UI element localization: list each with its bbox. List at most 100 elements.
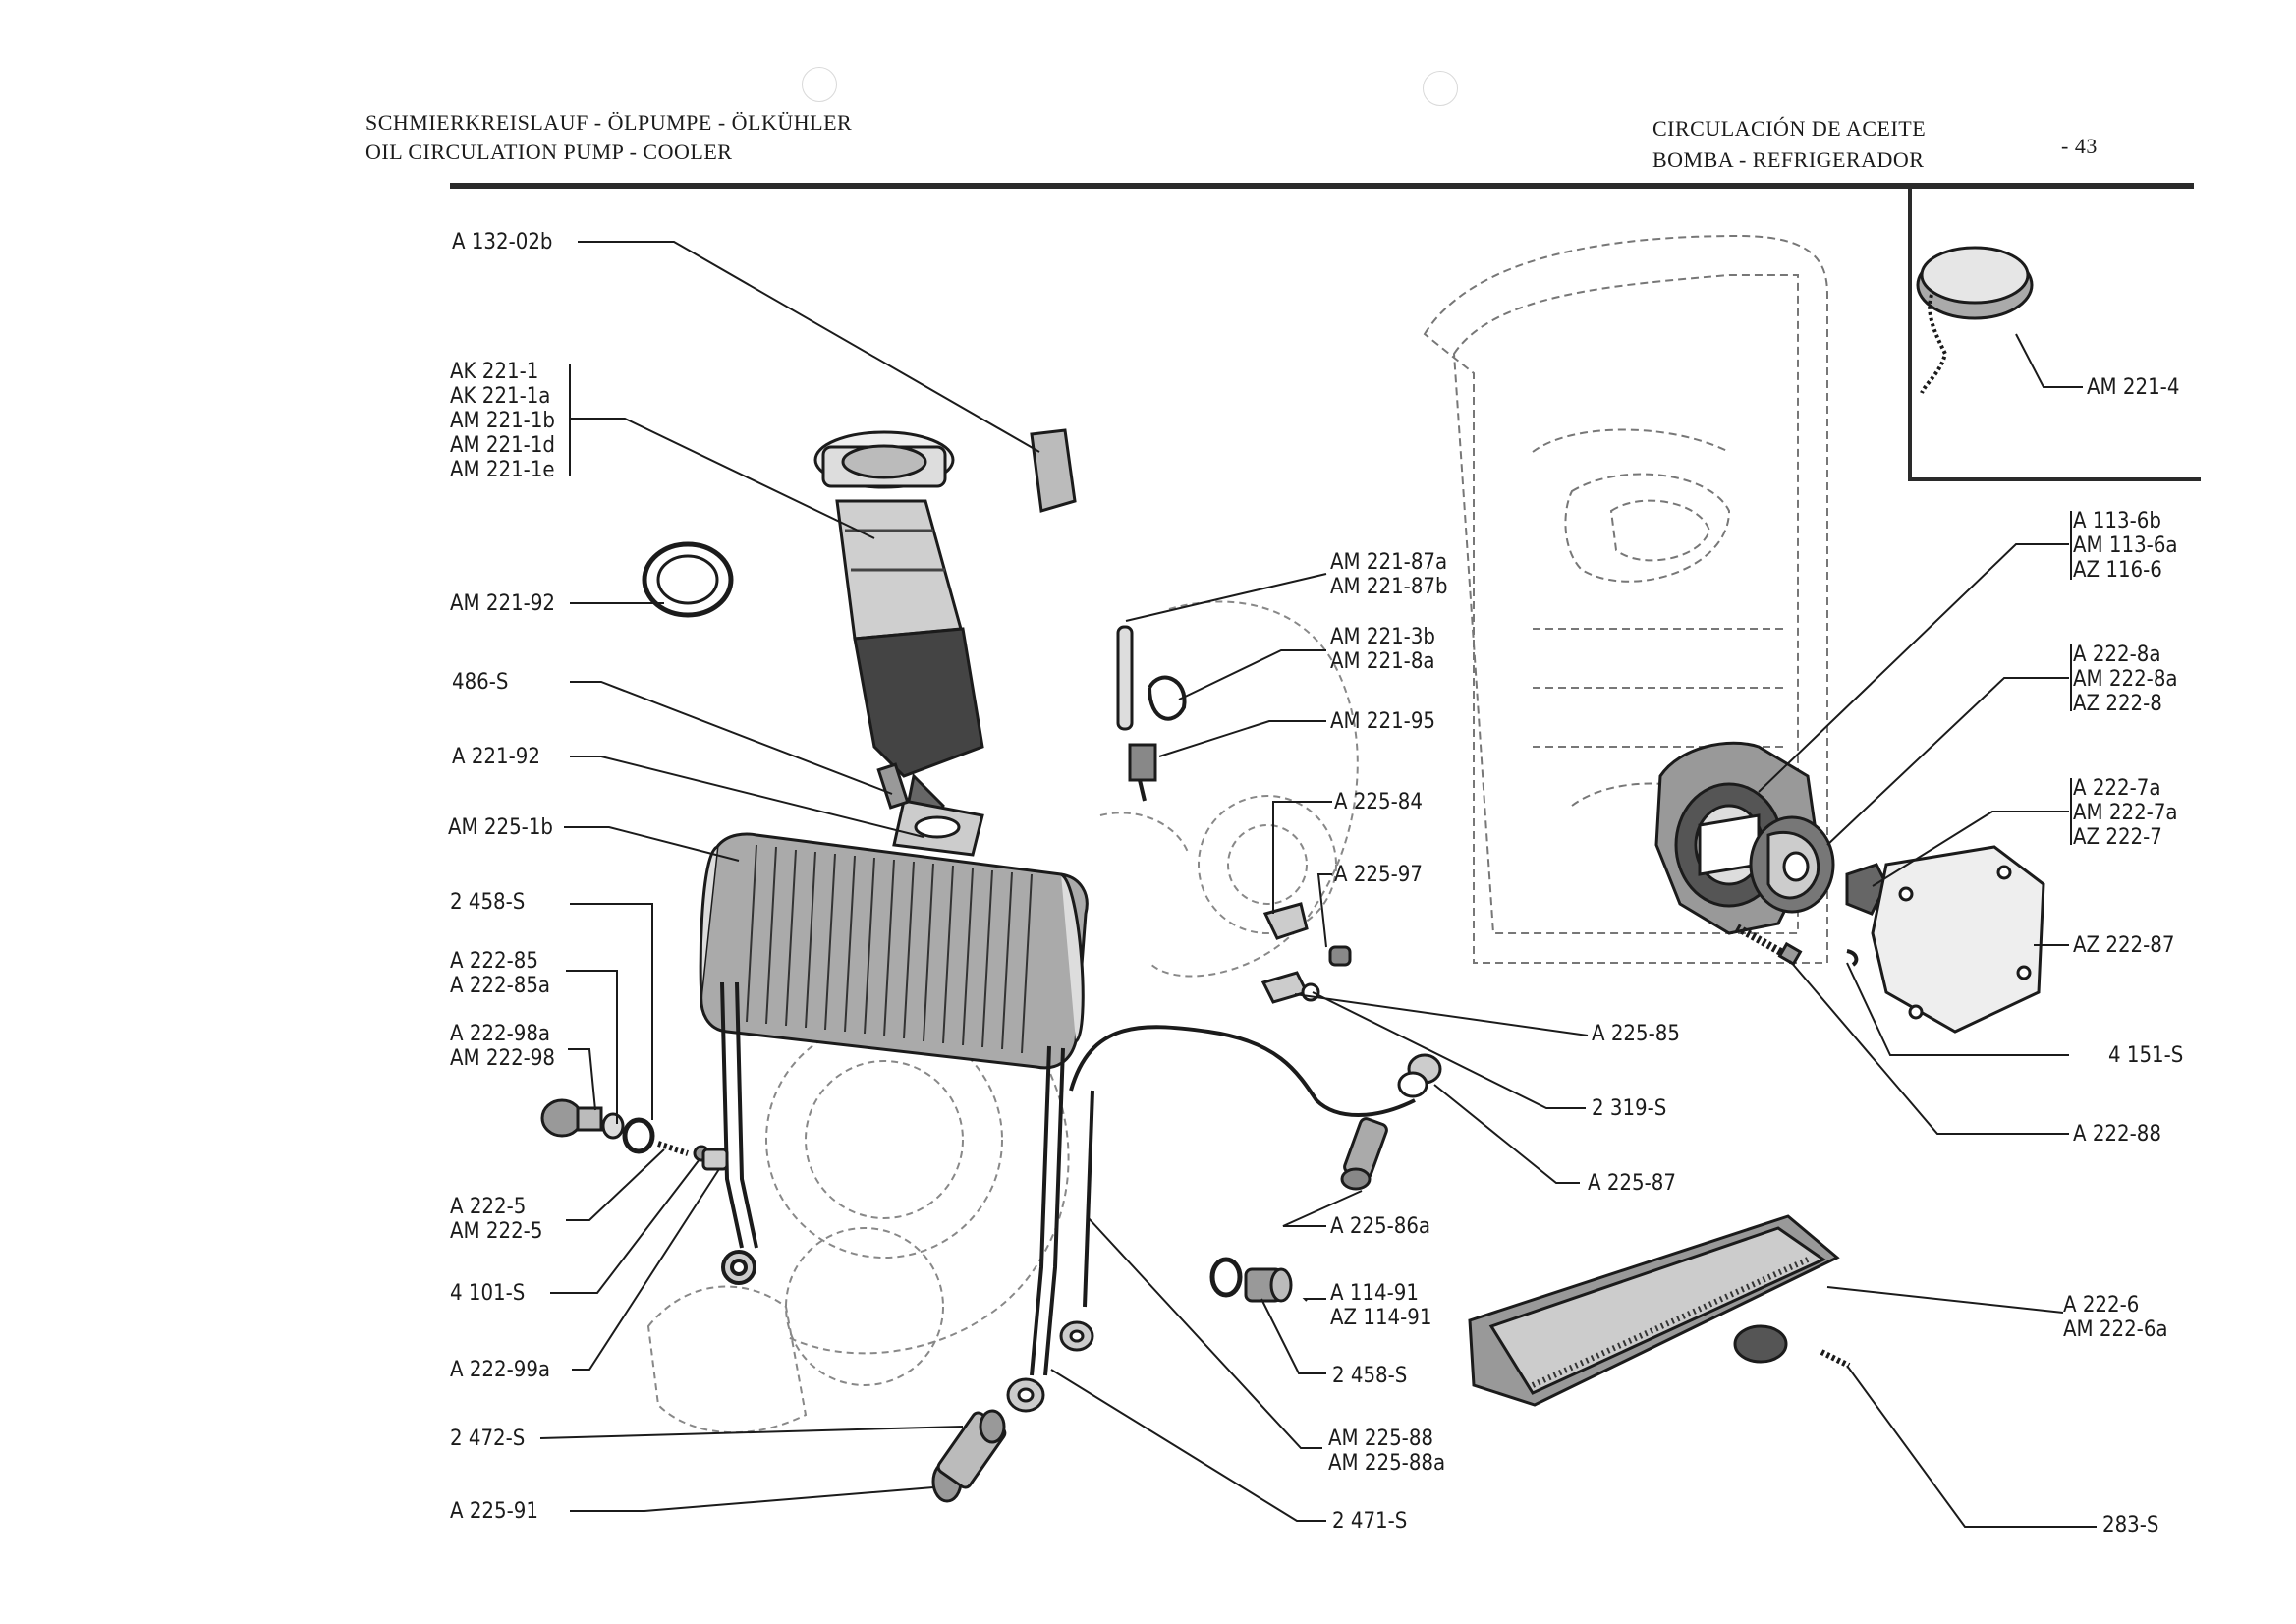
part-number: AZ 116-6 bbox=[2073, 558, 2162, 583]
part-number: AM 221-1e bbox=[450, 458, 555, 482]
pump-rotor bbox=[1749, 815, 1835, 914]
label-am-221-92: AM 221-92 bbox=[450, 591, 555, 616]
punch-hole-right bbox=[1423, 71, 1458, 106]
header-rule bbox=[450, 183, 2194, 189]
label-283-s: 283-S bbox=[2102, 1513, 2159, 1538]
cork-plug bbox=[1030, 428, 1077, 513]
bolt-486s bbox=[876, 762, 910, 810]
part-number: AM 225-88 bbox=[1328, 1427, 1433, 1451]
label-a-222-5: A 222-5 AM 222-5 bbox=[450, 1195, 542, 1244]
part-number: A 113-6b bbox=[2073, 509, 2161, 533]
label-2458-s-bottom: 2 458-S bbox=[1332, 1364, 1408, 1388]
label-4101-s: 4 101-S bbox=[450, 1281, 526, 1306]
part-number: AK 221-1a bbox=[450, 384, 551, 409]
label-a-225-97: A 225-97 bbox=[1334, 863, 1423, 887]
part-number: AM 221-87b bbox=[1330, 575, 1448, 599]
gasket-ring bbox=[642, 541, 734, 618]
part-number: AM 221-8a bbox=[1330, 649, 1435, 674]
oil-cooler bbox=[699, 832, 1089, 1070]
header-title-spanish-2: BOMBA - REFRIGERADOR bbox=[1652, 147, 1925, 172]
header-title-german: SCHMIERKREISLAUF - ÖLPUMPE - ÖLKÜHLER bbox=[365, 110, 853, 135]
label-a-225-91: A 225-91 bbox=[450, 1499, 538, 1524]
label-2319-s: 2 319-S bbox=[1592, 1096, 1667, 1121]
plug-and-washer bbox=[1209, 1257, 1293, 1303]
banjo-bolt bbox=[931, 1409, 1007, 1503]
filler-flange bbox=[892, 799, 984, 857]
part-number: A 222-98a bbox=[450, 1022, 551, 1046]
punch-hole-left bbox=[802, 67, 837, 102]
part-number: AZ 222-7 bbox=[2073, 825, 2162, 850]
part-number: A 222-85 bbox=[450, 949, 538, 974]
label-a-222-88: A 222-88 bbox=[2073, 1122, 2161, 1147]
timing-cover-outline bbox=[646, 600, 1359, 1434]
pump-screw bbox=[1735, 924, 1859, 967]
label-a-225-86a: A 225-86a bbox=[1330, 1214, 1431, 1239]
header-title-spanish-1: CIRCULACIÓN DE ACEITE bbox=[1652, 116, 1927, 140]
banjo-fittings bbox=[1006, 1053, 1442, 1413]
part-number: AM 222-5 bbox=[450, 1219, 543, 1244]
engine-block-outline bbox=[1423, 234, 1828, 964]
part-number: AM 225-88a bbox=[1328, 1451, 1446, 1476]
part-number: AM 221-1d bbox=[450, 433, 555, 458]
union-fitting bbox=[1340, 1117, 1388, 1191]
pump-cover bbox=[1871, 845, 2045, 1034]
part-number: AM 221-1b bbox=[450, 409, 555, 433]
label-a-114-91: A 114-91 AZ 114-91 bbox=[1330, 1281, 1431, 1330]
label-4151-s: 4 151-S bbox=[2108, 1043, 2184, 1068]
label-brackets bbox=[569, 364, 2072, 845]
part-number: AM 113-6a bbox=[2073, 533, 2178, 558]
part-number: AK 221-1 bbox=[450, 360, 539, 384]
part-number: A 222-8a bbox=[2073, 643, 2161, 667]
label-a-225-84: A 225-84 bbox=[1334, 790, 1423, 814]
label-az-222-87: AZ 222-87 bbox=[2073, 933, 2175, 958]
part-number: AM 222-8a bbox=[2073, 667, 2178, 692]
label-a-222-7: A 222-7a AM 222-7a AZ 222-7 bbox=[2073, 776, 2178, 850]
label-a-225-87: A 225-87 bbox=[1588, 1171, 1676, 1196]
page-number: - 43 bbox=[2061, 134, 2098, 158]
label-a-221-92: A 221-92 bbox=[452, 745, 540, 769]
drain-plug-group bbox=[540, 1098, 729, 1171]
label-am-221-87: AM 221-87a AM 221-87b bbox=[1330, 550, 1448, 599]
part-number: A 222-7a bbox=[2073, 776, 2161, 801]
label-a-222-6: A 222-6 AM 222-6a bbox=[2063, 1293, 2168, 1342]
screw-283s bbox=[1820, 1349, 1851, 1369]
part-number: AZ 222-8 bbox=[2073, 692, 2162, 716]
part-number: A 114-91 bbox=[1330, 1281, 1419, 1306]
label-am-225-1b: AM 225-1b bbox=[448, 815, 553, 840]
part-number: AM 221-3b bbox=[1330, 625, 1435, 649]
cooler-pipe-right bbox=[1030, 1025, 1416, 1376]
label-486-s: 486-S bbox=[452, 670, 509, 695]
label-a-225-85: A 225-85 bbox=[1592, 1022, 1680, 1046]
part-number: A 222-5 bbox=[450, 1195, 527, 1219]
label-oil-filler-group: AK 221-1 AK 221-1a AM 221-1b AM 221-1d A… bbox=[450, 360, 555, 482]
part-number: AM 221-87a bbox=[1330, 550, 1448, 575]
label-2471-s: 2 471-S bbox=[1332, 1509, 1408, 1534]
part-number: AM 222-98 bbox=[450, 1046, 555, 1071]
leader-lines bbox=[539, 241, 2097, 1528]
label-am-221-3b: AM 221-3b AM 221-8a bbox=[1330, 625, 1435, 674]
part-number: AM 222-6a bbox=[2063, 1317, 2168, 1342]
header-title-english: OIL CIRCULATION PUMP - COOLER bbox=[365, 140, 733, 164]
cooler-pipe-left bbox=[720, 981, 758, 1285]
part-number: AM 222-7a bbox=[2073, 801, 2178, 825]
label-a-222-8: A 222-8a AM 222-8a AZ 222-8 bbox=[2073, 643, 2178, 716]
part-number: AZ 114-91 bbox=[1330, 1306, 1432, 1330]
clamp-parts bbox=[1260, 902, 1352, 1004]
label-a-113-6: A 113-6b AM 113-6a AZ 116-6 bbox=[2073, 509, 2178, 583]
inset-oil-cap bbox=[1916, 246, 2034, 394]
part-number: A 222-6 bbox=[2063, 1293, 2140, 1317]
label-2472-s: 2 472-S bbox=[450, 1427, 526, 1451]
label-a-222-85: A 222-85 A 222-85a bbox=[450, 949, 550, 998]
oil-strainer bbox=[1468, 1214, 1840, 1407]
label-am-221-95: AM 221-95 bbox=[1330, 709, 1435, 734]
label-a-132-02b: A 132-02b bbox=[452, 230, 553, 254]
label-a-222-98: A 222-98a AM 222-98 bbox=[450, 1022, 555, 1071]
label-am-225-88: AM 225-88 AM 225-88a bbox=[1328, 1427, 1445, 1476]
label-a-222-99a: A 222-99a bbox=[450, 1358, 551, 1382]
label-am-221-4: AM 221-4 bbox=[2087, 375, 2180, 400]
breather-pin bbox=[1116, 625, 1187, 802]
inset-frame bbox=[1908, 189, 2201, 481]
part-number: A 222-85a bbox=[450, 974, 551, 998]
label-2458-s-top: 2 458-S bbox=[450, 890, 526, 915]
